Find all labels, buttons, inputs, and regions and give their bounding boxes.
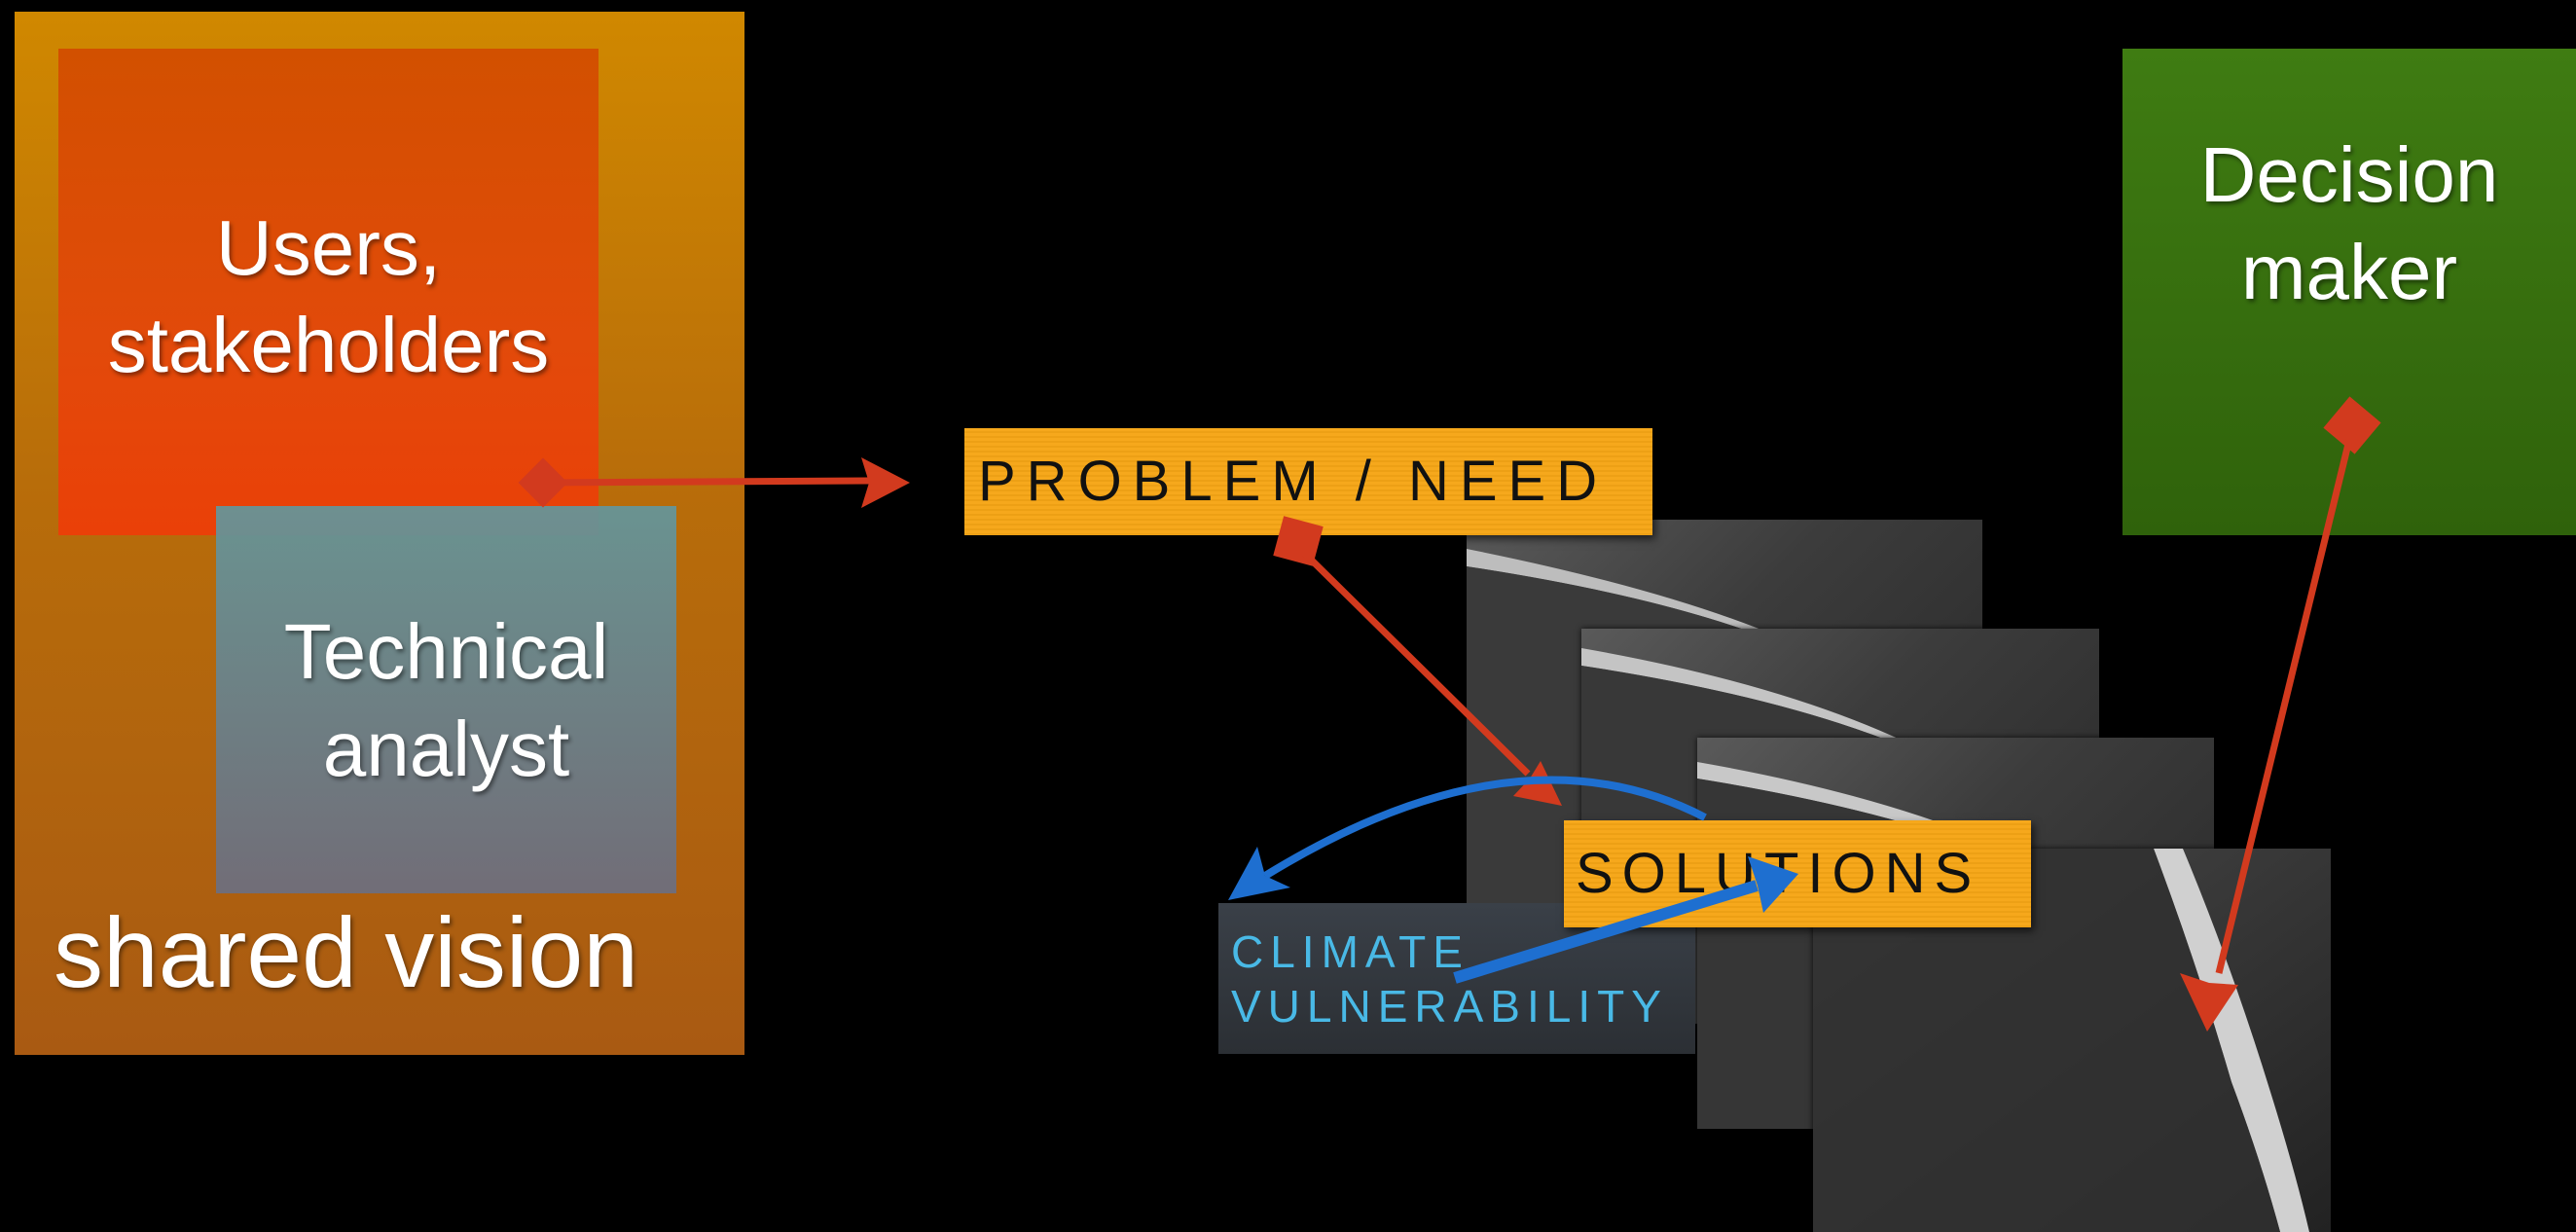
technical-analyst-box [216, 506, 676, 893]
shared-vision-label: shared vision [54, 897, 638, 1008]
decision-maker-label: Decision maker [2199, 131, 2499, 315]
climate-vulnerability-label: CLIMATE VULNERABILITY [1231, 926, 1668, 1032]
solutions-tag: SOLUTIONS [1564, 820, 2031, 927]
problem-need-tag: PROBLEM / NEED [964, 428, 1652, 535]
dam-photo-icon [1813, 849, 2331, 1232]
users-stakeholders-box [58, 49, 599, 535]
users-stakeholders-label: Users, stakeholders [107, 204, 550, 388]
technical-analyst-label: Technical analyst [283, 608, 609, 792]
